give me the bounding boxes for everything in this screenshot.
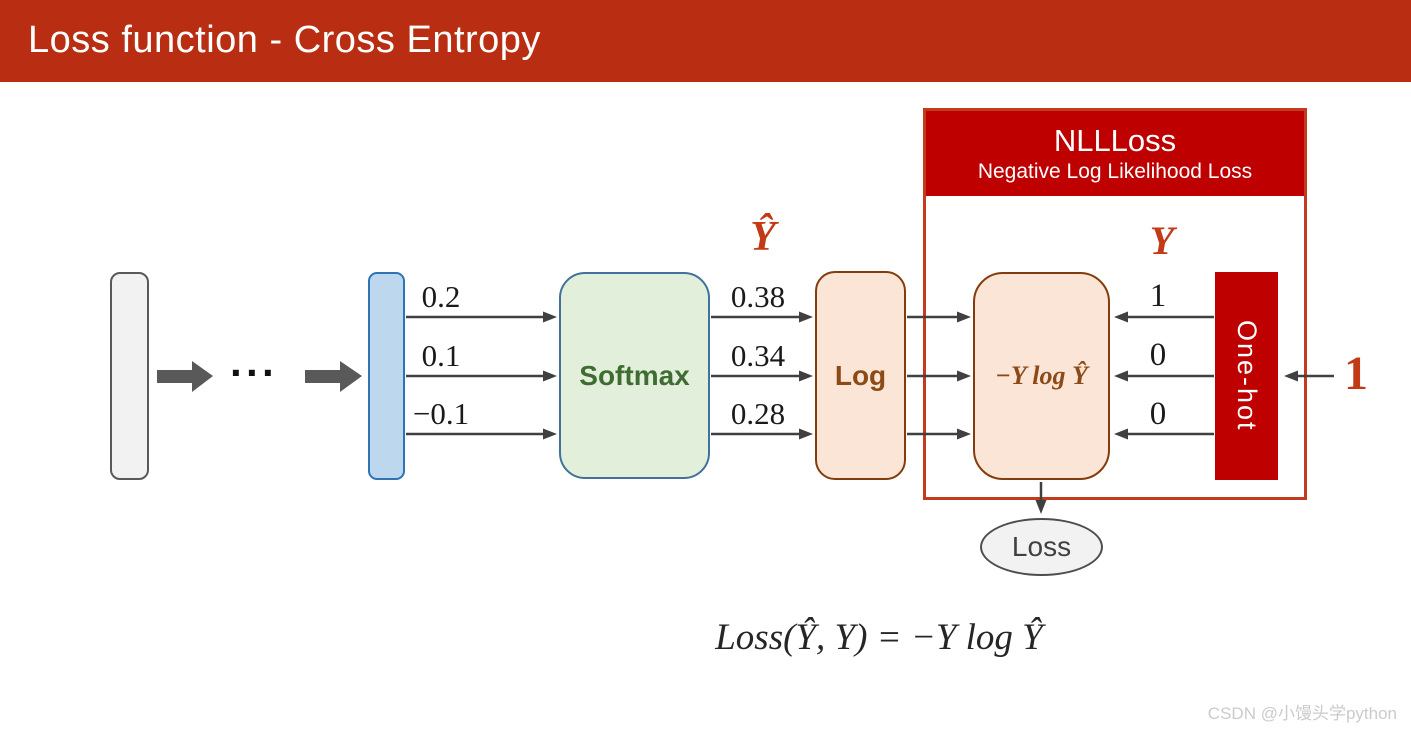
input-vector-box bbox=[110, 272, 149, 480]
page-title: Loss function - Cross Entropy bbox=[28, 19, 541, 61]
flow-arrow-icon bbox=[157, 361, 213, 392]
loss-label: Loss bbox=[1011, 531, 1072, 562]
one-hot-value: 0 bbox=[1149, 337, 1167, 373]
nllloss-title: NLLLoss bbox=[1053, 123, 1177, 158]
logit-value: −0.1 bbox=[412, 396, 470, 431]
prob-value: 0.38 bbox=[730, 279, 786, 314]
logits-vector-box bbox=[368, 272, 405, 480]
target-class-value: 1 bbox=[1344, 347, 1368, 400]
ellipsis-dots: ··· bbox=[230, 349, 278, 396]
flow-arrow-icon bbox=[305, 361, 362, 392]
prob-value: 0.34 bbox=[730, 338, 786, 373]
loss-formula: Loss(Ŷ, Y) = −Y log Ŷ bbox=[715, 617, 1043, 658]
logit-value: 0.1 bbox=[421, 338, 461, 373]
y-symbol: Y bbox=[1149, 218, 1175, 263]
one-hot-value: 0 bbox=[1149, 396, 1167, 432]
one-hot-value: 1 bbox=[1149, 278, 1167, 314]
log-box: Log bbox=[815, 271, 906, 480]
loss-ellipse: Loss bbox=[980, 518, 1103, 576]
prob-value: 0.28 bbox=[730, 396, 786, 431]
nllloss-frame: NLLLoss Negative Log Likelihood Loss bbox=[923, 108, 1307, 500]
logit-value: 0.2 bbox=[421, 279, 461, 314]
nllloss-header: NLLLoss Negative Log Likelihood Loss bbox=[926, 111, 1304, 196]
nll-operation-label: −Y log Ŷ bbox=[995, 361, 1088, 390]
y-hat-symbol: Ŷ bbox=[750, 214, 776, 260]
nll-operation-box: −Y log Ŷ bbox=[973, 272, 1110, 480]
nllloss-subtitle: Negative Log Likelihood Loss bbox=[977, 160, 1253, 183]
one-hot-label: One-hot bbox=[1232, 320, 1262, 432]
title-bar: Loss function - Cross Entropy bbox=[0, 0, 1411, 82]
softmax-box: Softmax bbox=[559, 272, 710, 479]
one-hot-box: One-hot bbox=[1215, 272, 1278, 480]
watermark: CSDN @小馒头学python bbox=[1207, 704, 1397, 723]
softmax-label: Softmax bbox=[579, 359, 690, 391]
log-label: Log bbox=[834, 359, 887, 391]
